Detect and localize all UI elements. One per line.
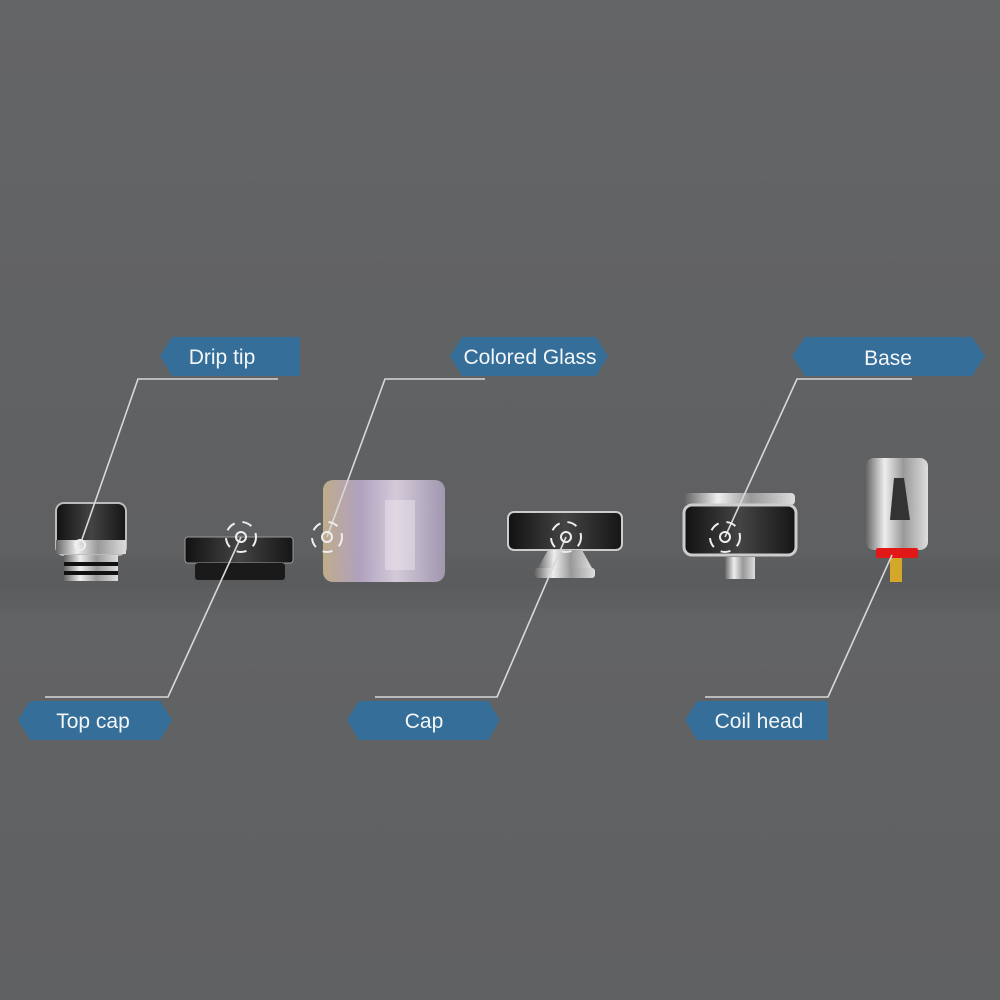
label-top-cap: Top cap bbox=[18, 701, 172, 740]
drip-tip-product bbox=[55, 502, 127, 581]
label-text: Top cap bbox=[56, 710, 130, 733]
leader-lines bbox=[45, 378, 912, 698]
label-text: Drip tip bbox=[189, 346, 256, 369]
target-marks bbox=[74, 521, 741, 553]
coil-head-product bbox=[866, 458, 928, 582]
label-colored-glass: Colored Glass bbox=[450, 337, 608, 376]
label-cap: Cap bbox=[347, 701, 500, 740]
cap-product bbox=[507, 511, 623, 578]
top-cap-product bbox=[184, 536, 294, 580]
label-coil-head: Coil head bbox=[685, 701, 828, 740]
label-text: Coil head bbox=[715, 710, 804, 733]
label-text: Cap bbox=[405, 710, 444, 733]
label-drip-tip: Drip tip bbox=[160, 337, 300, 376]
label-base: Base bbox=[792, 337, 985, 376]
colored-glass-product bbox=[323, 480, 445, 582]
label-text: Colored Glass bbox=[463, 346, 596, 369]
label-text: Base bbox=[864, 347, 912, 370]
